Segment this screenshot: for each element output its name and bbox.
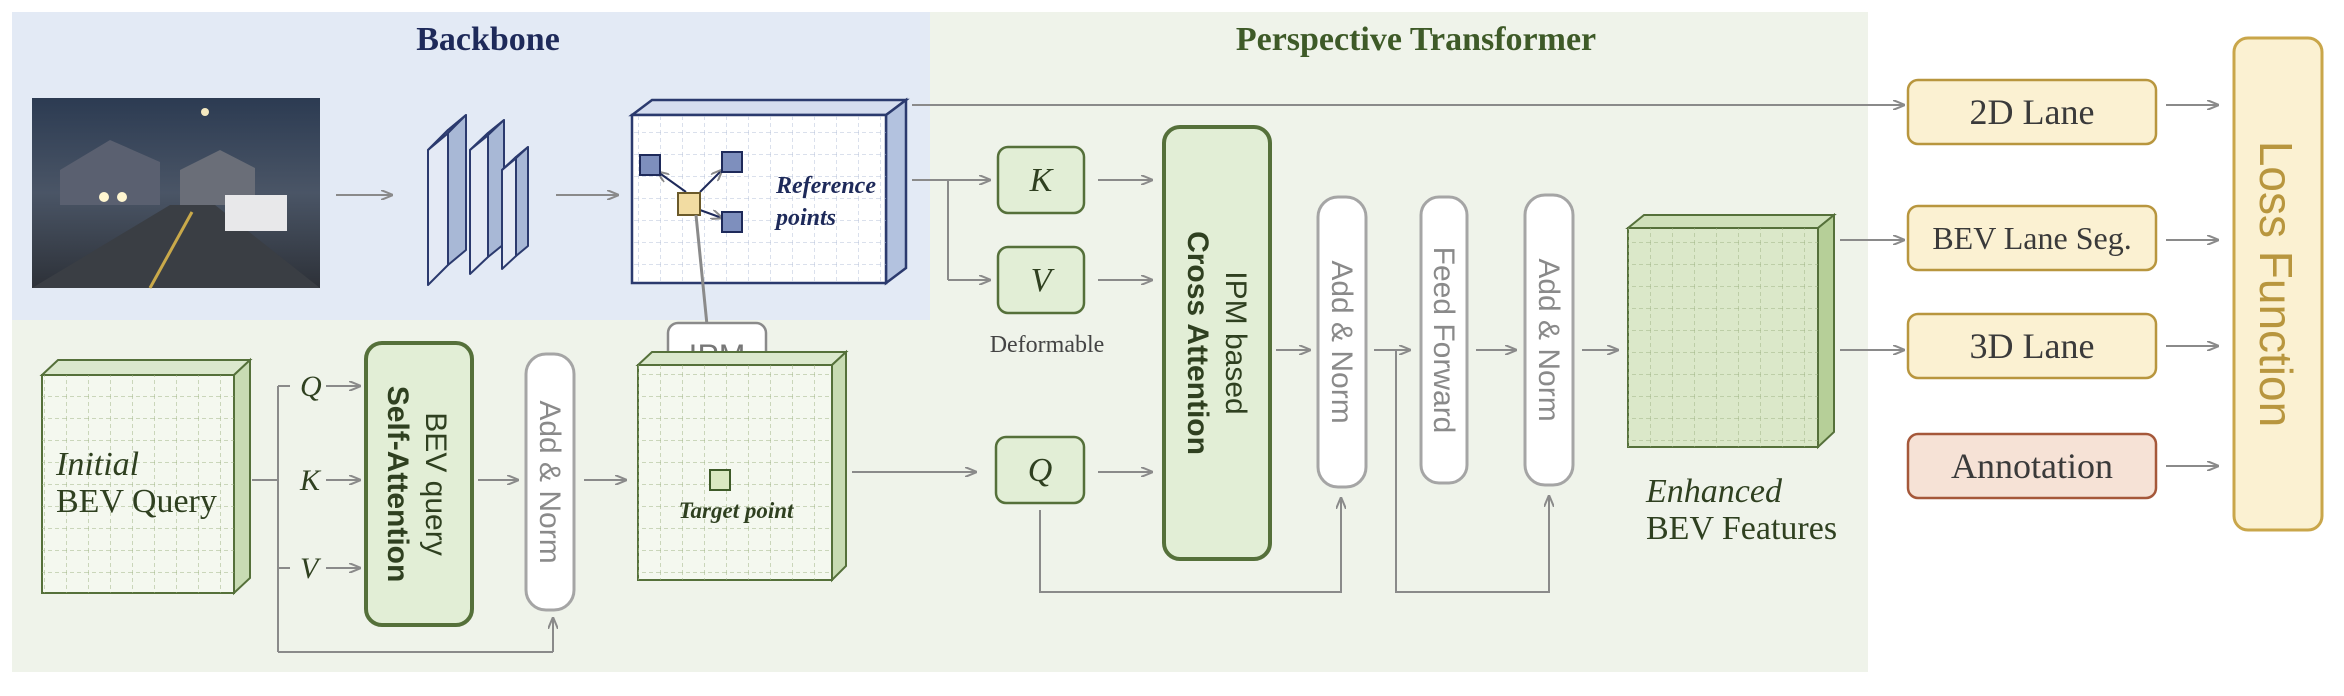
- reference-points-label-2: points: [774, 205, 836, 231]
- q-box-label: Q: [1028, 452, 1053, 489]
- q-label: Q: [300, 370, 322, 403]
- q-box: [994, 435, 1086, 505]
- residual-q-to-add-norm: [1039, 498, 1341, 593]
- feed-forward-label: Feed Forward: [1427, 247, 1460, 434]
- loss-function-box: [2232, 36, 2324, 532]
- add-norm-1-label: Add & Norm: [533, 400, 566, 563]
- annotation-label: Annotation: [1951, 446, 2113, 486]
- enhanced-bev-cube: [1625, 212, 1837, 450]
- lane-2d-box: [1906, 78, 2158, 146]
- reference-points-label-1: Reference: [775, 173, 876, 199]
- target-point-label: Target point: [679, 498, 794, 523]
- v-box: [996, 245, 1086, 315]
- initial-label: Initial: [55, 446, 139, 483]
- add-norm-3-label: Add & Norm: [1532, 258, 1565, 421]
- bev-lane-seg-box: [1906, 204, 2158, 272]
- bev-target-cube: [635, 349, 849, 583]
- deformable-label: Deformable: [990, 332, 1105, 358]
- enhanced-label-1: Enhanced: [1645, 473, 1783, 510]
- target-point-marker: [709, 469, 731, 491]
- feed-forward-block: [1419, 195, 1469, 485]
- residual-ffn-to-add-norm: [1395, 350, 1549, 593]
- add-norm-block-3: [1523, 193, 1575, 487]
- qkv-split-lines: [252, 385, 553, 653]
- k-label: K: [299, 464, 322, 497]
- lane-3d-label: 3D Lane: [1970, 326, 2095, 366]
- self-attention-line1: BEV query: [419, 412, 452, 555]
- transformer-region: [12, 12, 1868, 672]
- bev-lane-seg-label: BEV Lane Seg.: [1932, 220, 2131, 256]
- enhanced-label-2: BEV Features: [1646, 510, 1837, 547]
- transformer-title: Perspective Transformer: [1236, 21, 1596, 58]
- k-box-label: K: [1029, 162, 1055, 199]
- kv-branch-lines: [912, 179, 949, 280]
- lane-3d-box: [1906, 312, 2158, 380]
- add-norm-2-label: Add & Norm: [1325, 260, 1358, 423]
- cross-attention-line1: IPM based: [1219, 271, 1252, 414]
- cnn-feature-maps: [427, 114, 529, 286]
- self-attention-block: [364, 341, 474, 627]
- annotation-box: [1906, 432, 2158, 500]
- cross-attention-block: [1162, 125, 1272, 561]
- v-label: V: [300, 552, 322, 585]
- bev-query-label: BEV Query: [56, 483, 217, 520]
- cross-attention-line2: Cross Attention: [1181, 231, 1214, 455]
- backbone-title: Backbone: [416, 21, 560, 58]
- initial-bev-query-cube: [39, 357, 253, 596]
- loss-function-label: Loss Function: [2250, 141, 2302, 427]
- k-box: [996, 145, 1086, 215]
- add-norm-block-2: [1316, 195, 1368, 489]
- reference-points: [639, 151, 743, 233]
- camera-image: [32, 98, 320, 289]
- self-attention-line2: Self-Attention: [381, 386, 414, 583]
- front-view-feature-map: [628, 97, 910, 286]
- add-norm-block-1: [524, 352, 576, 612]
- lane-2d-label: 2D Lane: [1970, 92, 2095, 132]
